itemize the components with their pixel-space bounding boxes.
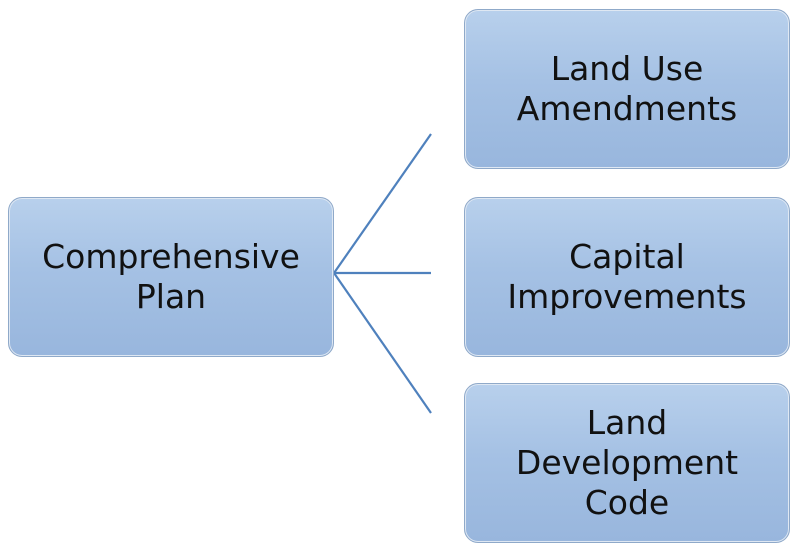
comprehensive-plan-label: Comprehensive Plan [42, 236, 300, 316]
land-use-amendments-label: Land Use Amendments [516, 48, 738, 128]
land-use-amendments-node: Land Use Amendments [464, 9, 790, 169]
land-development-code-node: Land Development Code [464, 383, 790, 543]
connector-to-land-development-code [333, 272, 432, 414]
capital-improvements-node: Capital Improvements [464, 197, 790, 357]
capital-improvements-label: Capital Improvements [507, 236, 747, 316]
comprehensive-plan-node: Comprehensive Plan [8, 197, 334, 357]
connector-to-land-use-amendments [333, 133, 432, 274]
land-development-code-label: Land Development Code [515, 402, 739, 523]
